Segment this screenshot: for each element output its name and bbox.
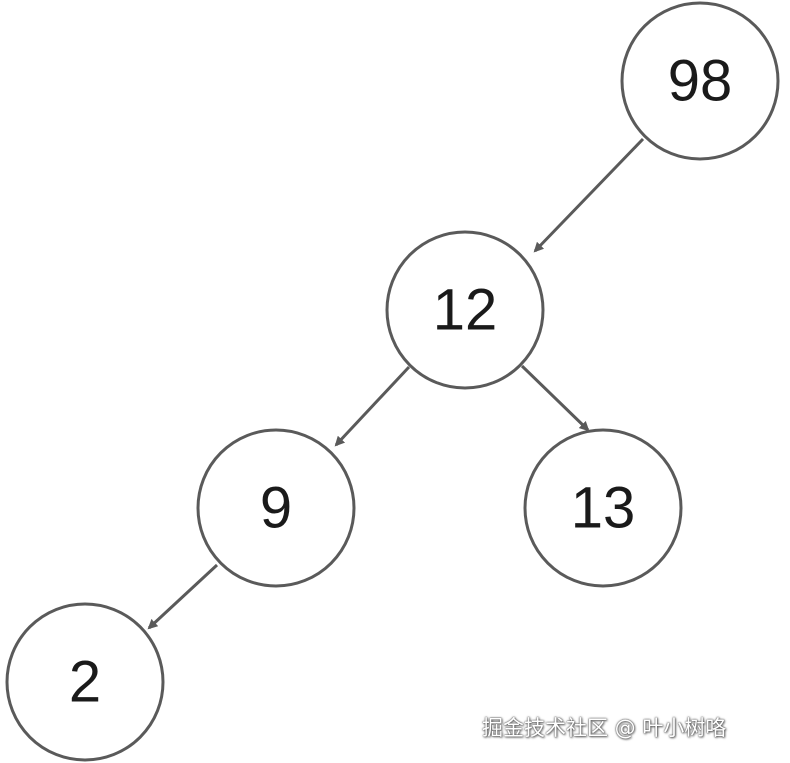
edge-12-to-13 — [520, 364, 590, 432]
tree-node-12: 12 — [385, 230, 545, 390]
tree-node-98: 98 — [620, 1, 780, 161]
node-circle — [385, 230, 545, 390]
node-circle — [5, 602, 165, 762]
node-label: 98 — [668, 49, 733, 114]
edge-98-to-12 — [533, 137, 645, 253]
tree-node-13: 13 — [523, 428, 683, 588]
node-circle — [196, 428, 356, 588]
node-circle — [620, 1, 780, 161]
edge-9-to-2 — [147, 563, 219, 630]
tree-node-9: 9 — [196, 428, 356, 588]
edge-12-to-9 — [334, 365, 411, 447]
node-label: 13 — [571, 476, 636, 541]
watermark-text: 掘金技术社区 @ 叶小树咯 — [482, 716, 727, 740]
node-label: 9 — [260, 476, 292, 541]
node-circle — [523, 428, 683, 588]
node-label: 12 — [433, 278, 498, 343]
node-label: 2 — [69, 650, 101, 715]
tree-node-2: 2 — [5, 602, 165, 762]
